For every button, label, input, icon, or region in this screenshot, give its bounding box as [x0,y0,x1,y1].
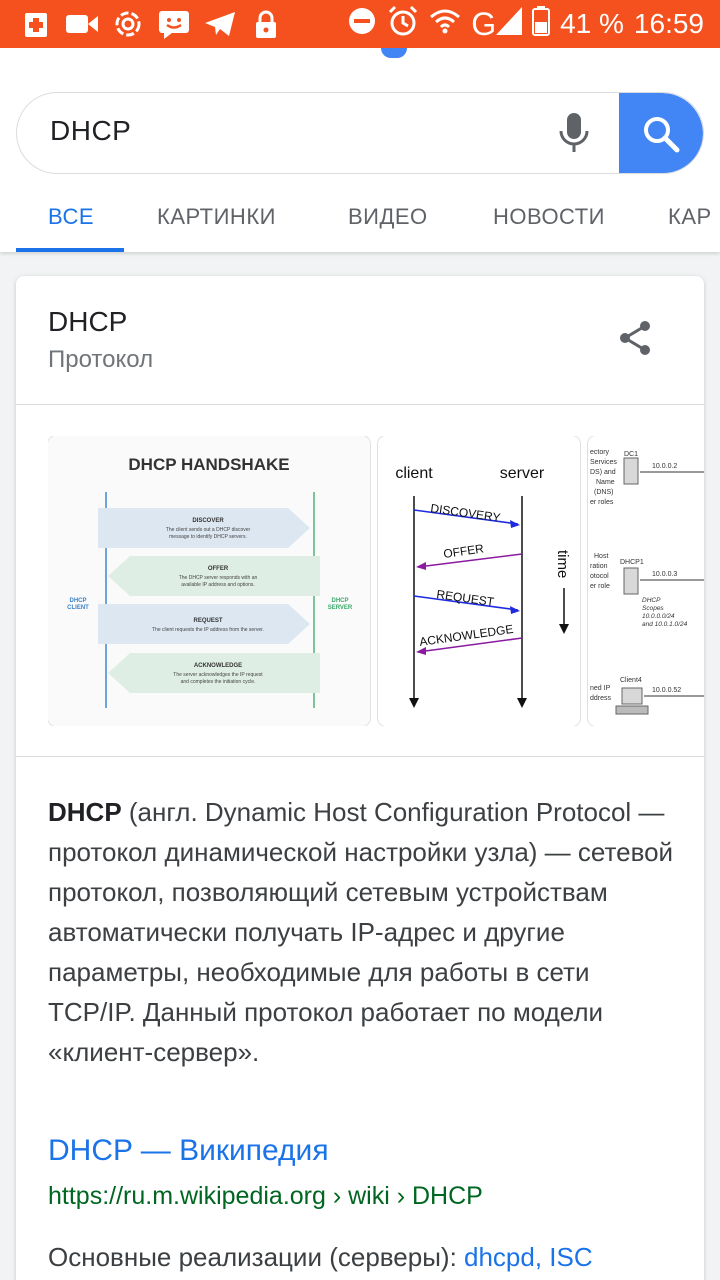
image-thumbnail-handshake[interactable]: DHCP HANDSHAKE DHCP CLIENT DHCP SERVER D… [48,436,370,726]
google-logo-fragment [381,48,407,58]
svg-text:The server acknowledges the IP: The server acknowledges the IP request [173,672,263,678]
search-tabs: ВСЕ КАРТИНКИ ВИДЕО НОВОСТИ КАР [0,196,720,252]
handshake-heading: DHCP HANDSHAKE [128,455,289,474]
source-url[interactable]: https://ru.m.wikipedia.org › wiki › DHCP [48,1182,483,1210]
cloud-swirl-icon [112,6,144,42]
lock-icon [250,6,282,42]
description-term: DHCP [48,797,122,827]
svg-text:10.0.0.2: 10.0.0.2 [652,463,677,470]
svg-text:Name: Name [596,479,615,486]
impl-links[interactable]: dhcpd, ISC [464,1242,593,1272]
battery-icon [532,5,551,43]
svg-text:Client4: Client4 [620,677,642,684]
svg-text:Host: Host [594,553,608,560]
tab-news[interactable]: НОВОСТИ [493,204,605,229]
battery-percent: 41 % [560,8,624,39]
status-bar: G 41 % 16:59 [0,0,720,48]
search-icon [644,117,680,153]
share-icon[interactable] [618,320,652,356]
description: DHCP (англ. Dynamic Host Configuration P… [48,792,678,1072]
implementations: Основные реализации (серверы): dhcpd, IS… [48,1242,593,1273]
svg-text:DC1: DC1 [624,451,638,458]
plus-box-icon [20,6,52,42]
svg-text:REQUEST: REQUEST [193,618,222,624]
description-text: (англ. Dynamic Host Configuration Protoc… [48,797,674,1067]
clock: 16:59 [633,8,704,39]
svg-text:time: time [554,550,571,578]
svg-text:ration: ration [590,563,608,570]
search-button[interactable] [619,93,703,173]
network-type: G [471,5,497,42]
svg-text:OFFER: OFFER [208,566,229,572]
panel-title: DHCP [48,306,128,337]
svg-text:DHCP: DHCP [642,597,661,604]
svg-text:The client requests the IP add: The client requests the IP address from … [152,627,264,633]
svg-text:CLIENT: CLIENT [67,605,89,611]
svg-text:Scopes: Scopes [642,605,664,612]
svg-text:Services: Services [590,459,617,466]
svg-text:The DHCP server responds with: The DHCP server responds with an [179,575,258,581]
svg-text:available IP address and optio: available IP address and options. [181,582,255,588]
video-icon [66,6,98,42]
tab-images[interactable]: КАРТИНКИ [157,204,276,229]
message-smile-icon [158,6,190,42]
svg-text:DHCP: DHCP [69,598,86,604]
svg-text:DHCP1: DHCP1 [620,559,644,566]
svg-text:and 10.0.1.0/24: and 10.0.1.0/24 [642,621,688,628]
image-thumbnail-sequence[interactable]: client server DISCOVERY OFFER REQUEST AC… [378,436,580,726]
dnd-icon [347,6,377,43]
tab-maps[interactable]: КАР [668,204,712,229]
svg-text:DS) and: DS) and [590,469,616,476]
signal-icon [496,6,523,42]
svg-text:DHCP: DHCP [331,598,348,604]
svg-text:OFFER: OFFER [442,541,485,561]
svg-text:10.0.0.0/24: 10.0.0.0/24 [642,613,675,620]
svg-text:er role: er role [590,583,610,590]
image-carousel[interactable]: DHCP HANDSHAKE DHCP CLIENT DHCP SERVER D… [48,436,704,726]
panel-subtitle: Протокол [48,346,154,373]
svg-text:ddress: ddress [590,695,612,702]
svg-text:ACKNOWLEDGE: ACKNOWLEDGE [194,663,242,669]
source-link[interactable]: DHCP — Википедия [48,1134,329,1167]
svg-text:server: server [500,465,545,482]
knowledge-panel: DHCP Протокол DHCP HANDSHAKE DHCP CLIENT… [16,276,704,1280]
tab-video[interactable]: ВИДЕО [348,204,428,229]
active-tab-indicator [16,248,124,252]
svg-text:and completes the initiation c: and completes the initiation cycle. [181,679,256,685]
wifi-icon [429,8,461,41]
tab-all[interactable]: ВСЕ [48,204,95,229]
svg-text:The client sends out a DHCP di: The client sends out a DHCP discover [166,527,251,533]
svg-text:DISCOVER: DISCOVER [192,518,224,524]
svg-text:10.0.0.52: 10.0.0.52 [652,687,681,694]
search-bar[interactable]: DHCP [16,92,704,174]
svg-text:er roles: er roles [590,499,614,506]
image-thumbnail-network[interactable]: ectory Services DS) and Name (DNS) er ro… [588,436,704,726]
mic-icon[interactable] [557,111,591,155]
svg-text:ned IP: ned IP [590,685,611,692]
impl-label: Основные реализации (серверы): [48,1242,465,1272]
svg-text:SERVER: SERVER [328,605,353,611]
svg-text:(DNS): (DNS) [594,489,613,496]
telegram-icon [204,6,236,42]
svg-text:10.0.0.3: 10.0.0.3 [652,571,677,578]
alarm-icon [387,5,419,44]
svg-text:otocol: otocol [590,573,609,580]
search-input[interactable]: DHCP [50,115,132,146]
divider [16,756,704,757]
svg-text:ectory: ectory [590,449,610,456]
svg-text:client: client [395,465,433,482]
svg-text:message to identify DHCP serve: message to identify DHCP servers. [169,534,247,540]
divider [16,404,704,405]
